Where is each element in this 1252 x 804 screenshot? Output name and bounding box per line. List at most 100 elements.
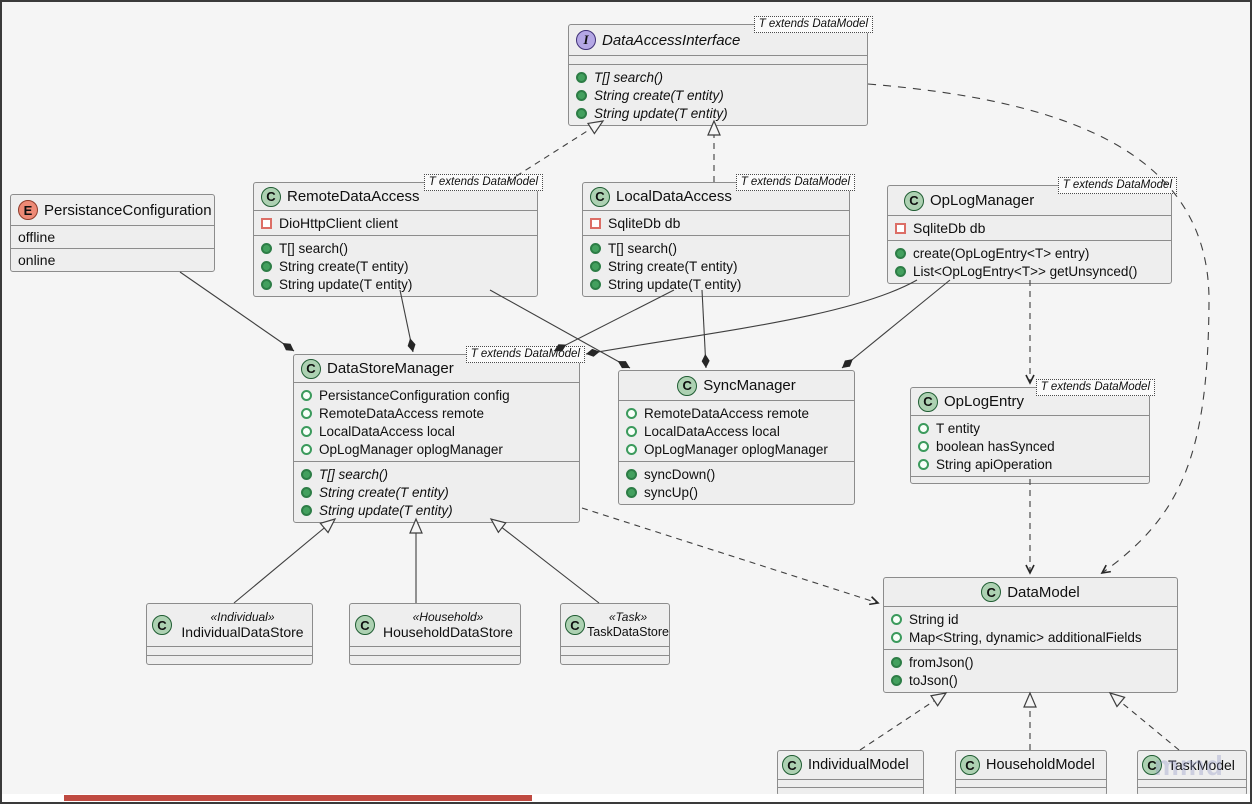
method-row: toJson() — [891, 671, 1170, 689]
public-method-marker — [590, 242, 601, 254]
field-label: SqliteDb db — [913, 220, 986, 236]
generic-type-label: T extends DataModel — [1035, 379, 1155, 396]
fields-compartment-empty — [778, 780, 923, 787]
class-title: PersistanceConfiguration — [44, 201, 212, 219]
method-row: String update(T entity) — [576, 104, 860, 122]
interface-badge-icon: I — [576, 30, 596, 50]
class-title: IndividualModel — [808, 757, 909, 773]
public-method-marker — [301, 468, 312, 480]
class-op-log-manager: T extends DataModel C OpLogManager Sqlit… — [887, 177, 1177, 284]
public-field-marker — [626, 407, 637, 419]
edge-individualmodel-realizes-datamodel — [859, 692, 948, 751]
fields-compartment-empty — [569, 56, 867, 64]
edge-localdataaccess-composed-datastoremanager — [553, 289, 675, 352]
class-title: DataModel — [1007, 583, 1080, 601]
method-row: T[] search() — [590, 239, 842, 257]
method-label: T[] search() — [319, 466, 389, 482]
public-method-marker — [626, 468, 637, 480]
compartment-divider — [956, 779, 1106, 780]
method-label: create(OpLogEntry<T> entry) — [913, 245, 1090, 261]
public-method-marker — [576, 89, 587, 101]
generic-type-label: T extends DataModel — [423, 174, 543, 191]
public-field-marker — [891, 631, 902, 643]
field-label: Map<String, dynamic> additionalFields — [909, 629, 1142, 645]
method-row: syncUp() — [626, 483, 847, 501]
field-row: LocalDataAccess local — [626, 422, 847, 440]
methods-compartment: T[] search() String create(T entity) Str… — [569, 65, 867, 125]
class-title: OpLogManager — [930, 192, 1035, 209]
methods-compartment-empty — [350, 656, 520, 664]
compartment-divider — [350, 655, 520, 656]
class-title: LocalDataAccess — [616, 188, 732, 205]
methods-compartment: T[] search() String create(T entity) Str… — [583, 236, 849, 296]
public-method-marker — [576, 71, 587, 83]
public-field-marker — [891, 613, 902, 625]
class-title: DataStoreManager — [327, 360, 454, 377]
public-method-marker — [301, 504, 312, 516]
method-row: List<OpLogEntry<T>> getUnsynced() — [895, 262, 1164, 280]
field-row: RemoteDataAccess remote — [626, 404, 847, 422]
compartment-divider — [254, 210, 537, 211]
method-row: fromJson() — [891, 653, 1170, 671]
public-method-marker — [891, 656, 902, 668]
public-method-marker — [626, 486, 637, 498]
field-label: PersistanceConfiguration config — [319, 387, 510, 403]
class-data-model: C DataModel String id Map<String, dynami… — [883, 577, 1178, 693]
field-label: String apiOperation — [936, 456, 1053, 472]
method-row: String create(T entity) — [590, 257, 842, 275]
field-row: SqliteDb db — [590, 214, 842, 232]
compartment-divider — [350, 646, 520, 647]
method-label: List<OpLogEntry<T>> getUnsynced() — [913, 263, 1138, 279]
class-title: SyncManager — [703, 377, 796, 394]
class-local-data-access: T extends DataModel C LocalDataAccess Sq… — [582, 174, 855, 297]
methods-compartment-empty — [147, 656, 312, 664]
class-badge-icon: C — [677, 375, 698, 396]
method-label: String update(T entity) — [279, 276, 413, 292]
compartment-divider — [884, 649, 1177, 650]
method-row: String create(T entity) — [261, 257, 530, 275]
method-row: String update(T entity) — [261, 275, 530, 293]
compartment-divider — [778, 779, 923, 780]
compartment-divider — [583, 235, 849, 236]
class-sync-manager: C SyncManager RemoteDataAccess remote Lo… — [618, 370, 855, 505]
method-label: String create(T entity) — [279, 258, 409, 274]
method-row: String create(T entity) — [576, 86, 860, 104]
method-row: String update(T entity) — [301, 501, 572, 519]
edge-remotedataaccess-realizes-dataaccessinterface — [506, 120, 605, 183]
methods-compartment: syncDown() syncUp() — [619, 462, 854, 504]
fields-compartment-empty — [956, 780, 1106, 787]
field-label: T entity — [936, 420, 981, 436]
edge-datastoremanager-depends-datamodel — [581, 507, 880, 606]
method-row: create(OpLogEntry<T> entry) — [895, 244, 1164, 262]
class-remote-data-access: T extends DataModel C RemoteDataAccess D… — [253, 174, 543, 297]
public-method-marker — [301, 486, 312, 498]
private-field-marker — [261, 217, 272, 229]
class-title: IndividualDataStore — [181, 623, 304, 640]
method-label: syncUp() — [644, 484, 699, 500]
field-row: OpLogManager oplogManager — [626, 440, 847, 458]
class-badge-icon: C — [1142, 755, 1162, 775]
public-field-marker — [918, 458, 929, 470]
field-row: String id — [891, 610, 1170, 628]
public-method-marker — [895, 247, 906, 259]
compartment-divider — [254, 235, 537, 236]
fields-compartment: SqliteDb db — [583, 211, 849, 235]
private-field-marker — [895, 222, 906, 234]
public-method-marker — [576, 107, 587, 119]
methods-compartment-empty — [561, 656, 669, 664]
public-field-marker — [301, 443, 312, 455]
public-field-marker — [301, 407, 312, 419]
public-method-marker — [590, 278, 601, 290]
class-household-data-store: C «Household» HouseholdDataStore — [349, 603, 521, 665]
class-title: TaskModel — [1168, 757, 1235, 773]
class-title: HouseholdModel — [986, 757, 1095, 773]
class-household-model: C HouseholdModel — [955, 750, 1107, 796]
method-row: T[] search() — [261, 239, 530, 257]
public-field-marker — [301, 425, 312, 437]
class-badge-icon: C — [960, 755, 980, 775]
public-method-marker — [261, 242, 272, 254]
fields-compartment-empty — [147, 647, 312, 655]
field-label: RemoteDataAccess remote — [644, 405, 810, 421]
compartment-divider — [619, 400, 854, 401]
compartment-divider — [778, 787, 923, 788]
